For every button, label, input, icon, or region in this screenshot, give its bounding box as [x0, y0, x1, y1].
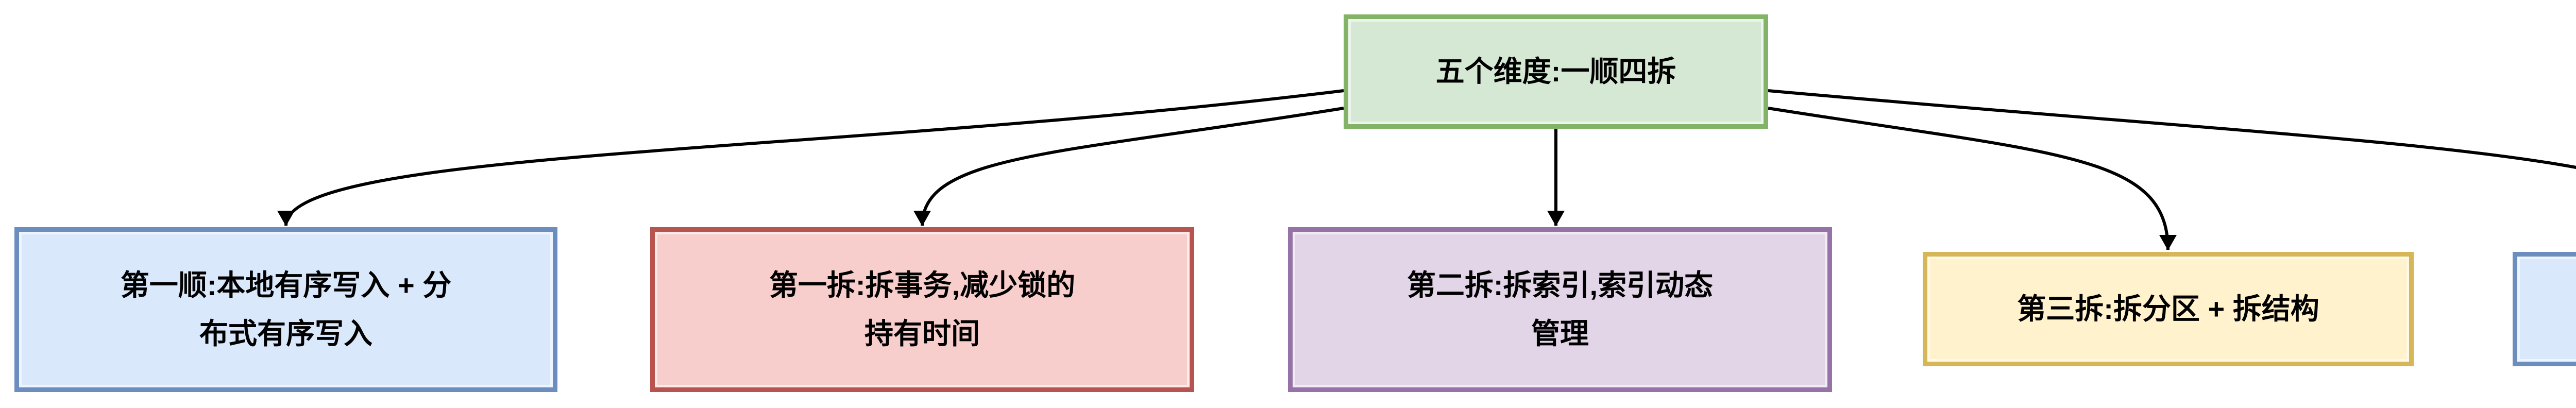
root-node: 五个维度:一顺四拆 [1344, 14, 1768, 129]
child-node-label-line: 布式有序写入 [199, 317, 372, 350]
child-node-first-chai: 第一拆:拆事务,减少锁的 持有时间 [650, 227, 1194, 392]
child-node-second-chai: 第二拆:拆索引,索引动态 管理 [1288, 227, 1832, 392]
edge-group [277, 89, 2576, 250]
child-node-first-shun: 第一顺:本地有序写入 + 分 布式有序写入 [14, 227, 557, 392]
child-node-label-line: 持有时间 [865, 317, 980, 350]
root-node-label: 五个维度:一顺四拆 [1435, 55, 1676, 88]
edge-root-to-child-5 [1768, 89, 2576, 169]
child-node-fourth-chai: 第四拆:拆掉间隙锁 [2513, 252, 2576, 366]
edge-root-to-child-4 [1768, 107, 2177, 250]
child-node-label-line: 第一拆:拆事务,减少锁的 [769, 269, 1076, 301]
edge-root-to-child-1 [277, 89, 1344, 226]
child-node-label-line: 第三拆:拆分区 + 拆结构 [2017, 293, 2319, 325]
child-node-label-line: 第二拆:拆索引,索引动态 [1406, 269, 1714, 301]
edge-root-to-child-2 [913, 107, 1344, 226]
child-node-third-chai: 第三拆:拆分区 + 拆结构 [1923, 252, 2414, 366]
child-node-label-line: 管理 [1531, 317, 1589, 350]
child-node-label-line: 第一顺:本地有序写入 + 分 [120, 269, 452, 301]
